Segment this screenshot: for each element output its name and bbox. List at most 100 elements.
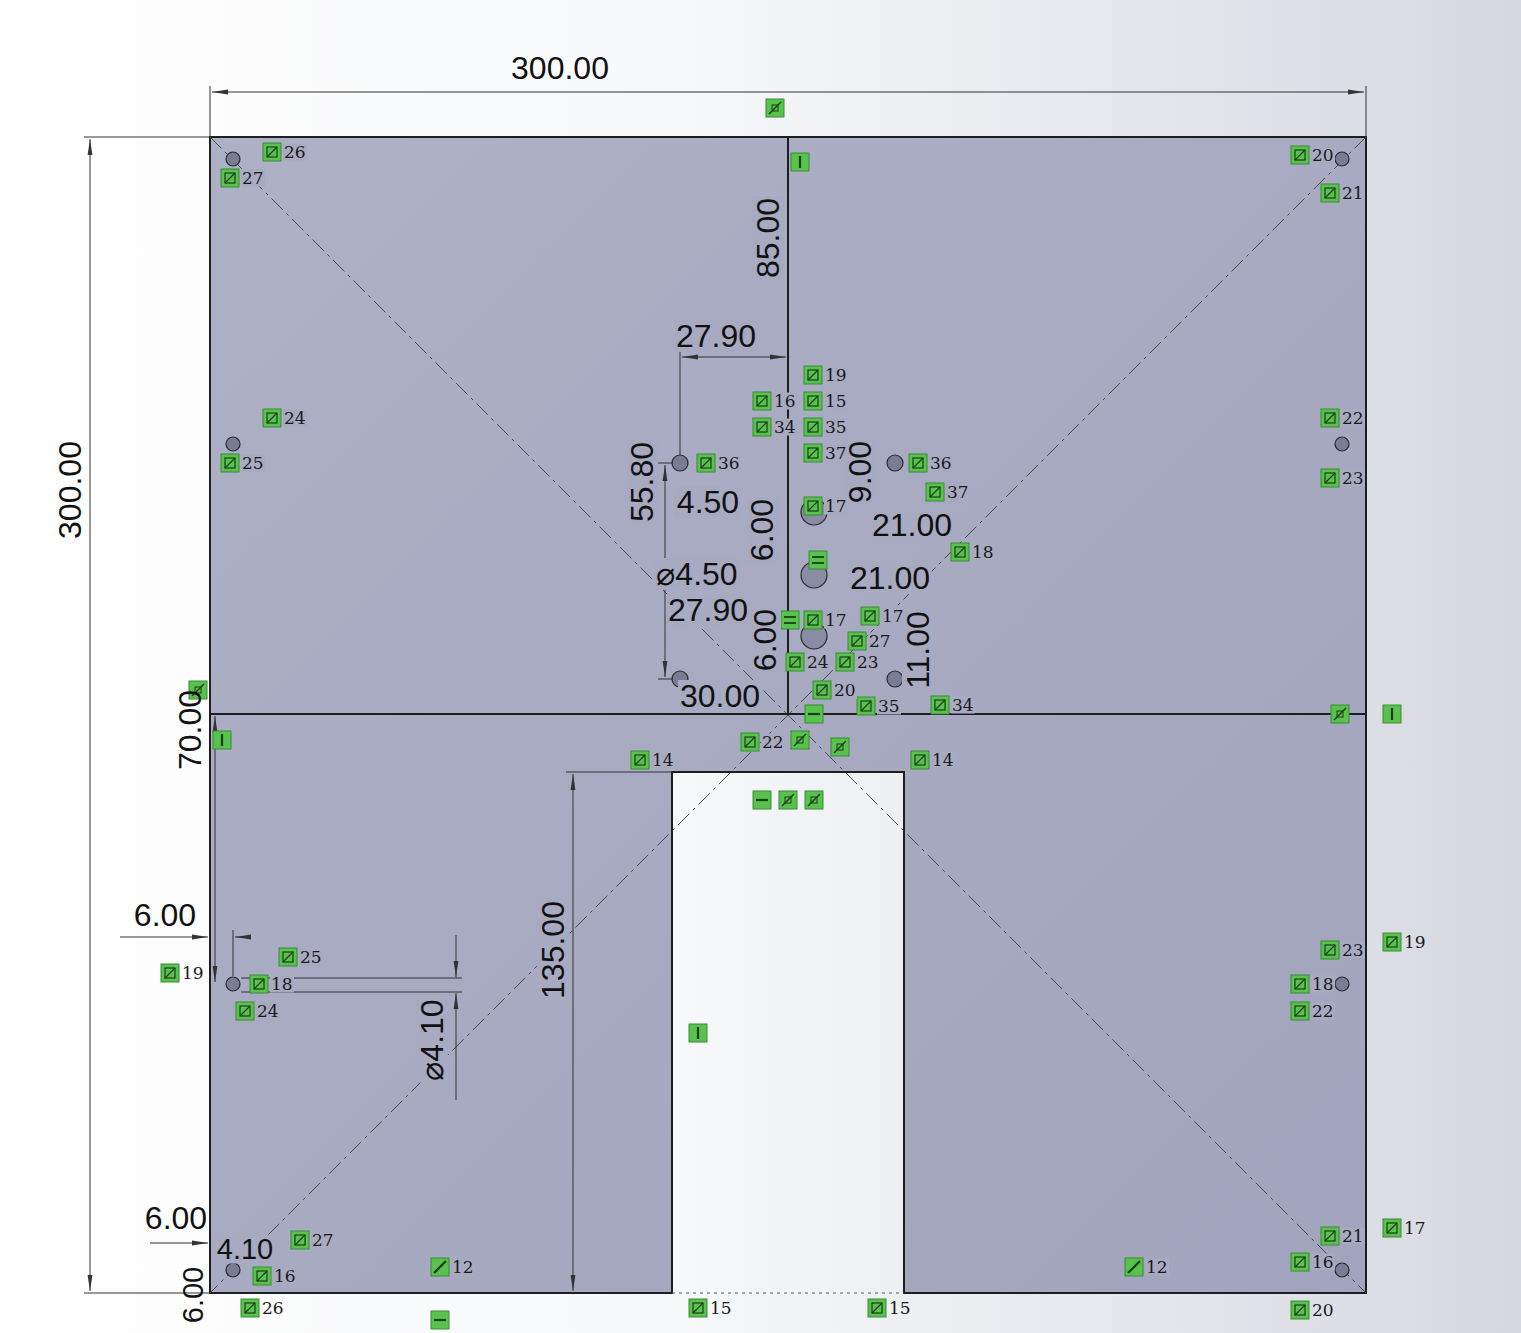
relation-icon <box>931 696 949 714</box>
relation-icon-part <box>635 755 645 765</box>
relation-icon-part <box>267 147 277 157</box>
relation-icon-part <box>1325 473 1335 483</box>
relation-icon-part <box>1387 1223 1397 1233</box>
relation-icon <box>263 409 281 427</box>
relation-icon-part <box>1337 711 1343 717</box>
callout-number: 12 <box>451 1259 475 1276</box>
relation-icon-part <box>772 105 778 111</box>
relation-icon-part <box>1387 937 1397 947</box>
relation-icon <box>861 607 879 625</box>
callout-number: 19 <box>824 367 848 384</box>
callout-number: 25 <box>241 455 265 472</box>
relation-icon-part <box>834 741 846 753</box>
callout-number: 34 <box>773 419 797 436</box>
relation-icon-part <box>808 501 818 511</box>
relation-icon-part <box>782 794 794 806</box>
callout-number: 18 <box>1311 976 1335 993</box>
relation-icon <box>1383 1219 1401 1237</box>
relation-icon-part <box>784 622 796 624</box>
relation-icon-part <box>817 685 827 695</box>
relation-icon-part <box>1295 150 1305 160</box>
relation-icon-part <box>808 396 818 406</box>
relation-icon <box>253 1267 271 1285</box>
callout-number: 26 <box>261 1300 285 1317</box>
sketch-part <box>210 86 211 137</box>
sketch-part <box>150 1243 208 1244</box>
relation-icon-part <box>1325 413 1335 423</box>
relation-icon <box>909 454 927 472</box>
relation-icon-part <box>1321 1227 1339 1245</box>
sketch-part <box>887 455 903 471</box>
relation-icon-part <box>840 657 850 667</box>
relation-icon-part <box>225 173 235 183</box>
relation-icon-part <box>1291 975 1309 993</box>
dimension-lines <box>84 86 1366 1293</box>
relation-icon <box>753 392 771 410</box>
callout-number: 19 <box>1403 934 1427 951</box>
relation-icon-part <box>283 952 293 962</box>
relation-icon-part <box>253 1267 271 1285</box>
relation-icon-part <box>831 738 849 756</box>
relation-icon-part <box>797 737 803 743</box>
relation-icon <box>263 143 281 161</box>
relation-icon-part <box>745 737 755 747</box>
dimension-text: 21.00 <box>870 509 954 541</box>
relation-icon <box>1125 1258 1143 1276</box>
callout-number: 37 <box>946 484 970 501</box>
callout-number: 23 <box>1341 942 1365 959</box>
relation-icon-part <box>283 952 293 962</box>
callout-number: 16 <box>273 1268 297 1285</box>
relation-icon <box>753 791 771 809</box>
callout-number: 20 <box>1311 147 1335 164</box>
relation-icon-part <box>1383 705 1401 723</box>
relation-icon <box>689 1024 707 1042</box>
relation-icon <box>857 697 875 715</box>
relation-icon <box>911 751 929 769</box>
dimension-text: 11.00 <box>902 609 934 691</box>
relation-icon-part <box>697 454 715 472</box>
callout-number: 36 <box>929 455 953 472</box>
relation-icon-part <box>757 396 767 406</box>
dimension-text: ⌀4.50 <box>654 558 739 590</box>
relation-icon-part <box>1334 708 1346 720</box>
relation-icon-part <box>799 156 801 168</box>
relation-icon-part <box>911 751 929 769</box>
relation-icon-part <box>1325 1231 1335 1241</box>
relation-icon-part <box>808 713 820 715</box>
callout-number: 25 <box>299 949 323 966</box>
relation-icon <box>1331 705 1349 723</box>
relation-icon-part <box>257 1271 267 1281</box>
relation-icons <box>161 99 1401 1329</box>
relation-icon-part <box>804 418 822 436</box>
relation-icon <box>781 611 799 629</box>
relation-icon-part <box>1331 705 1349 723</box>
callout-number: 17 <box>824 498 848 515</box>
relation-icon-part <box>295 1235 305 1245</box>
callout-number: 27 <box>311 1232 335 1249</box>
relation-icon <box>1321 941 1339 959</box>
relation-icon <box>250 975 268 993</box>
relation-icon-part <box>955 547 965 557</box>
relation-icon-part <box>913 458 923 468</box>
sketch-part <box>566 772 672 773</box>
relation-icon-part <box>254 979 264 989</box>
relation-icon-part <box>784 616 796 618</box>
relation-icon <box>805 705 823 723</box>
relation-icon-part <box>865 611 875 621</box>
relation-icon-part <box>1321 184 1339 202</box>
sketch-part <box>226 152 240 166</box>
relation-icon-part <box>165 968 175 978</box>
relation-icon-part <box>1295 1305 1305 1315</box>
relation-icon-part <box>753 392 771 410</box>
dimension-text: 21.00 <box>848 562 932 594</box>
dimension-text: 4.50 <box>675 486 741 518</box>
relation-icon <box>1291 1253 1309 1271</box>
relation-icon-part <box>434 1261 446 1273</box>
sketch-part <box>226 437 240 451</box>
relation-icon-part <box>951 543 969 561</box>
relation-icon-part <box>766 99 784 117</box>
sketch-part <box>212 92 1364 93</box>
relation-icon-part <box>868 1299 886 1317</box>
relation-icon-part <box>808 615 818 625</box>
relation-icon-part <box>245 1303 255 1313</box>
